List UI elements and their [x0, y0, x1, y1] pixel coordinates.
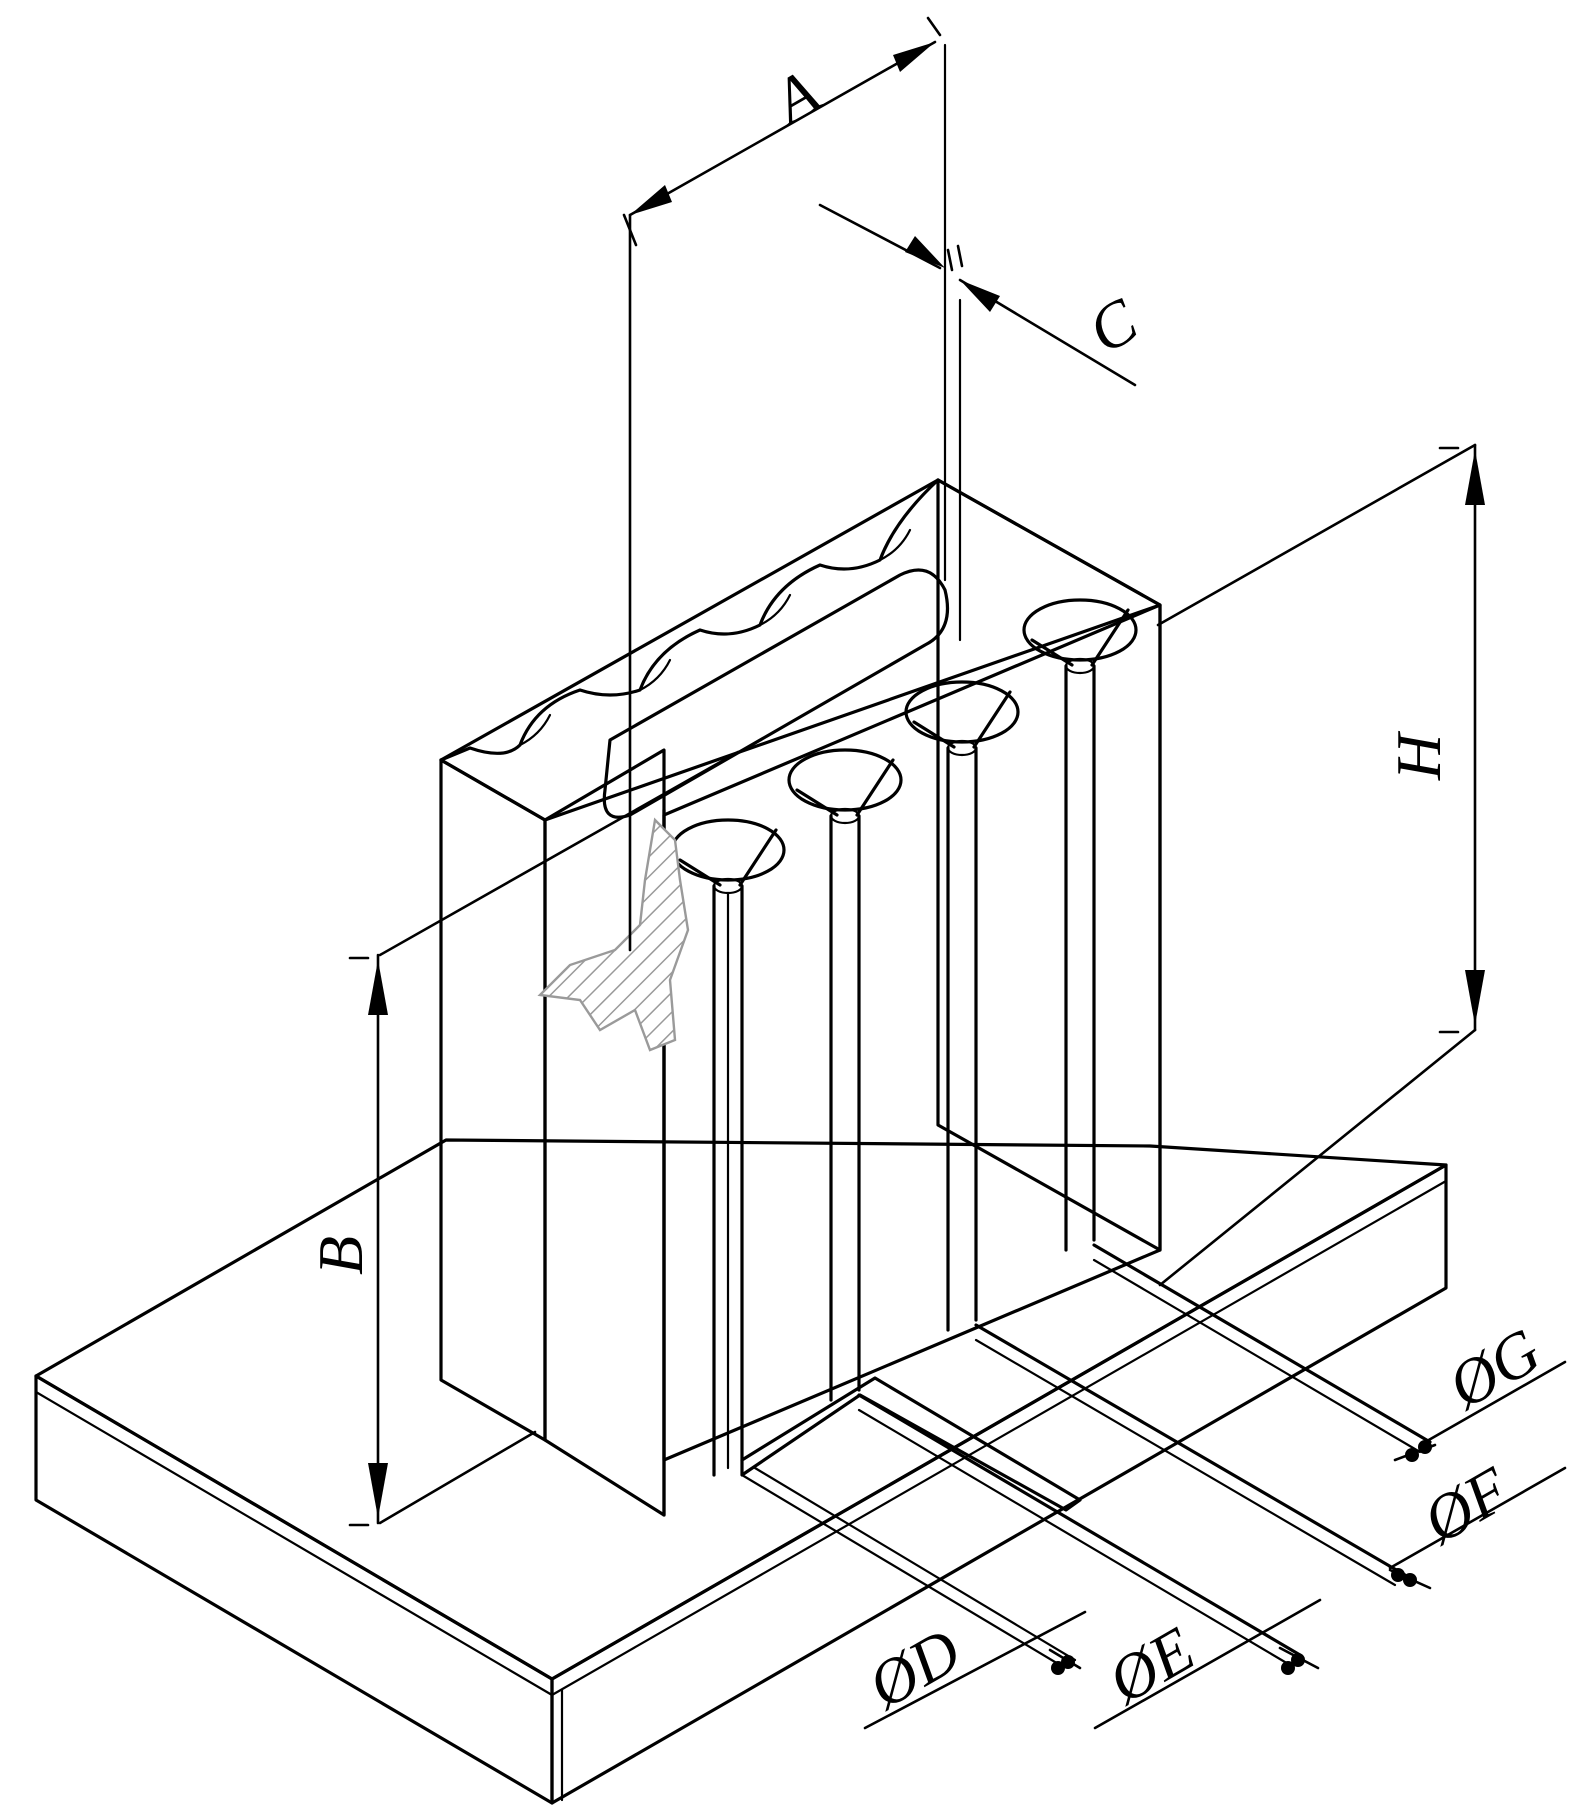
hole-f [904, 680, 1407, 1587]
label-h: H [1383, 730, 1454, 781]
label-f: ØF [1411, 1453, 1522, 1558]
diameter-g-leader: ØG [1393, 1314, 1567, 1462]
dimension-c: C [818, 203, 1151, 387]
label-a: A [758, 56, 832, 139]
countersunk-holes [670, 598, 1432, 1667]
diameter-f-leader: ØF [1388, 1453, 1567, 1590]
hole-d [670, 818, 1082, 1667]
label-b: B [305, 1236, 376, 1275]
upright-block [439, 43, 1162, 1517]
diameter-d-leader: ØD [856, 1610, 1087, 1730]
hole-g [1022, 598, 1432, 1454]
hole-e [787, 748, 1302, 1667]
label-c: C [1077, 284, 1151, 367]
diameter-e-leader: ØE [1093, 1598, 1322, 1730]
dimension-h: H [1156, 443, 1485, 1287]
label-e: ØE [1096, 1613, 1206, 1718]
dimension-b: B [305, 750, 740, 1527]
label-g: ØG [1436, 1314, 1552, 1422]
label-d: ØD [856, 1614, 972, 1722]
section-hatch [537, 817, 690, 1052]
